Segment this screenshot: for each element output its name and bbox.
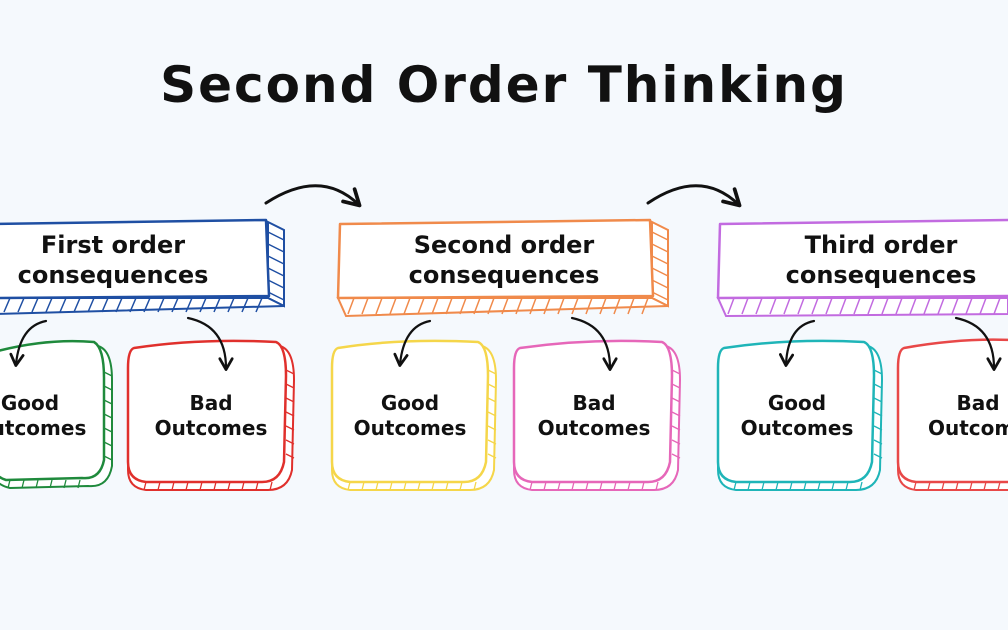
arrow-to-bad-1 [186, 316, 234, 371]
arrow-to-good-2 [393, 319, 432, 367]
hatch-side [267, 231, 285, 301]
hatch-bottom [3, 297, 263, 313]
good-outcomes-1-line2: Outcomes [0, 416, 86, 440]
good-outcomes-3-line1: Good [768, 391, 826, 415]
stage-third-order-label-line1: Third order [805, 231, 958, 259]
arrow-second-to-third [646, 184, 742, 208]
good-outcomes-box-3 [716, 339, 884, 491]
good-outcomes-1-line1: Good [1, 391, 59, 415]
bad-outcomes-3-line1: Bad [956, 391, 999, 415]
stage-third-order: Third order consequences Good Outcomes B… [716, 218, 1008, 491]
bad-outcomes-2-line2: Outcomes [538, 416, 651, 440]
arrow-to-good-3 [778, 319, 816, 367]
stage-second-order-label-line1: Second order [414, 231, 595, 259]
box-face [0, 218, 271, 300]
bad-outcomes-box-1 [126, 339, 296, 491]
arrow-first-to-second [264, 184, 362, 208]
stage-first-order-box [0, 218, 285, 315]
good-outcomes-box-2 [330, 339, 498, 491]
stage-first-order-label-line1: First order [41, 231, 185, 259]
bad-outcomes-1-line2: Outcomes [155, 416, 268, 440]
stage-third-order-label-line2: consequences [786, 261, 977, 289]
stage-second-order-label-line2: consequences [409, 261, 600, 289]
arrow-to-good-1 [9, 319, 48, 367]
bad-outcomes-1-line1: Bad [189, 391, 232, 415]
good-outcomes-2-line2: Outcomes [354, 416, 467, 440]
stage-third-order-box [716, 218, 1008, 318]
bad-outcomes-box-3 [896, 338, 1008, 491]
bad-outcomes-3-line2: Outcomes [928, 416, 1008, 440]
arrow-to-bad-2 [570, 316, 618, 371]
arrow-to-bad-3 [954, 316, 1002, 371]
stage-second-order-box [336, 218, 669, 318]
stage-first-order: First order consequences Good Outcomes B… [0, 218, 296, 491]
stage-second-order: Second order consequences Good Outcomes … [330, 218, 682, 491]
box-depth-bottom [0, 297, 285, 315]
good-outcomes-3-line2: Outcomes [741, 416, 854, 440]
good-outcomes-2-line1: Good [381, 391, 439, 415]
stage-first-order-label-line2: consequences [18, 261, 209, 289]
diagram-title: Second Order Thinking [160, 56, 848, 114]
bad-outcomes-box-2 [512, 339, 682, 491]
good-outcomes-box-1 [0, 339, 113, 490]
bad-outcomes-2-line1: Bad [572, 391, 615, 415]
